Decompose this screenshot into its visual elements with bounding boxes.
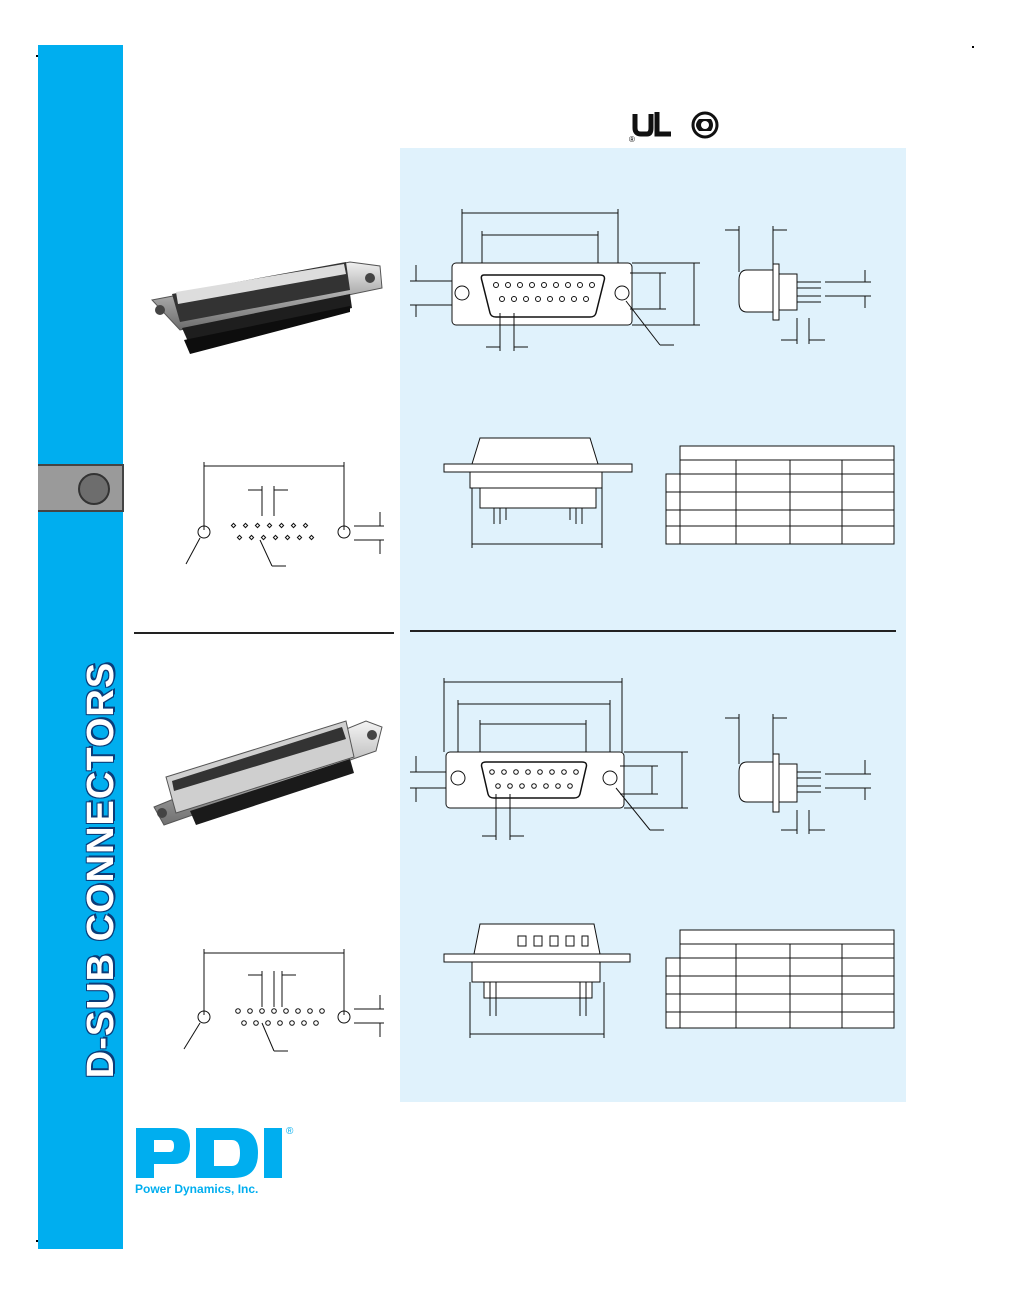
crop-mark xyxy=(972,46,974,48)
sidebar-band xyxy=(38,45,123,1249)
d-sub-male-connector-photo xyxy=(153,720,383,826)
logo-tagline: Power Dynamics, Inc. xyxy=(135,1182,259,1196)
sidebar-title: D-SUB CONNECTORS xyxy=(80,661,122,1079)
male-side-view-drawing xyxy=(725,714,871,834)
crop-mark xyxy=(36,1240,38,1242)
tab-dot-icon xyxy=(78,473,110,505)
crop-mark xyxy=(36,55,38,57)
section-divider-left xyxy=(134,632,394,634)
male-dimension-table xyxy=(665,929,895,1029)
female-dimension-table xyxy=(665,445,895,545)
male-front-view-drawing xyxy=(410,678,688,840)
female-pcb-footprint-drawing xyxy=(185,462,384,567)
section-divider-right xyxy=(410,630,896,632)
male-bottom-view-drawing xyxy=(443,923,631,1038)
ul-recognized-icon: ® xyxy=(629,112,671,144)
certification-marks: ® xyxy=(629,111,719,144)
svg-text:®: ® xyxy=(629,135,635,144)
female-front-view-drawing xyxy=(410,209,700,351)
male-pcb-footprint-drawing xyxy=(183,949,384,1052)
female-side-view-drawing xyxy=(725,226,871,344)
female-bottom-view-drawing xyxy=(443,437,633,548)
d-sub-female-connector-photo xyxy=(151,261,383,354)
registered-mark: ® xyxy=(286,1126,294,1137)
pdi-logo: ® xyxy=(136,1126,294,1178)
section-tab xyxy=(38,464,124,512)
csa-icon xyxy=(691,111,719,139)
